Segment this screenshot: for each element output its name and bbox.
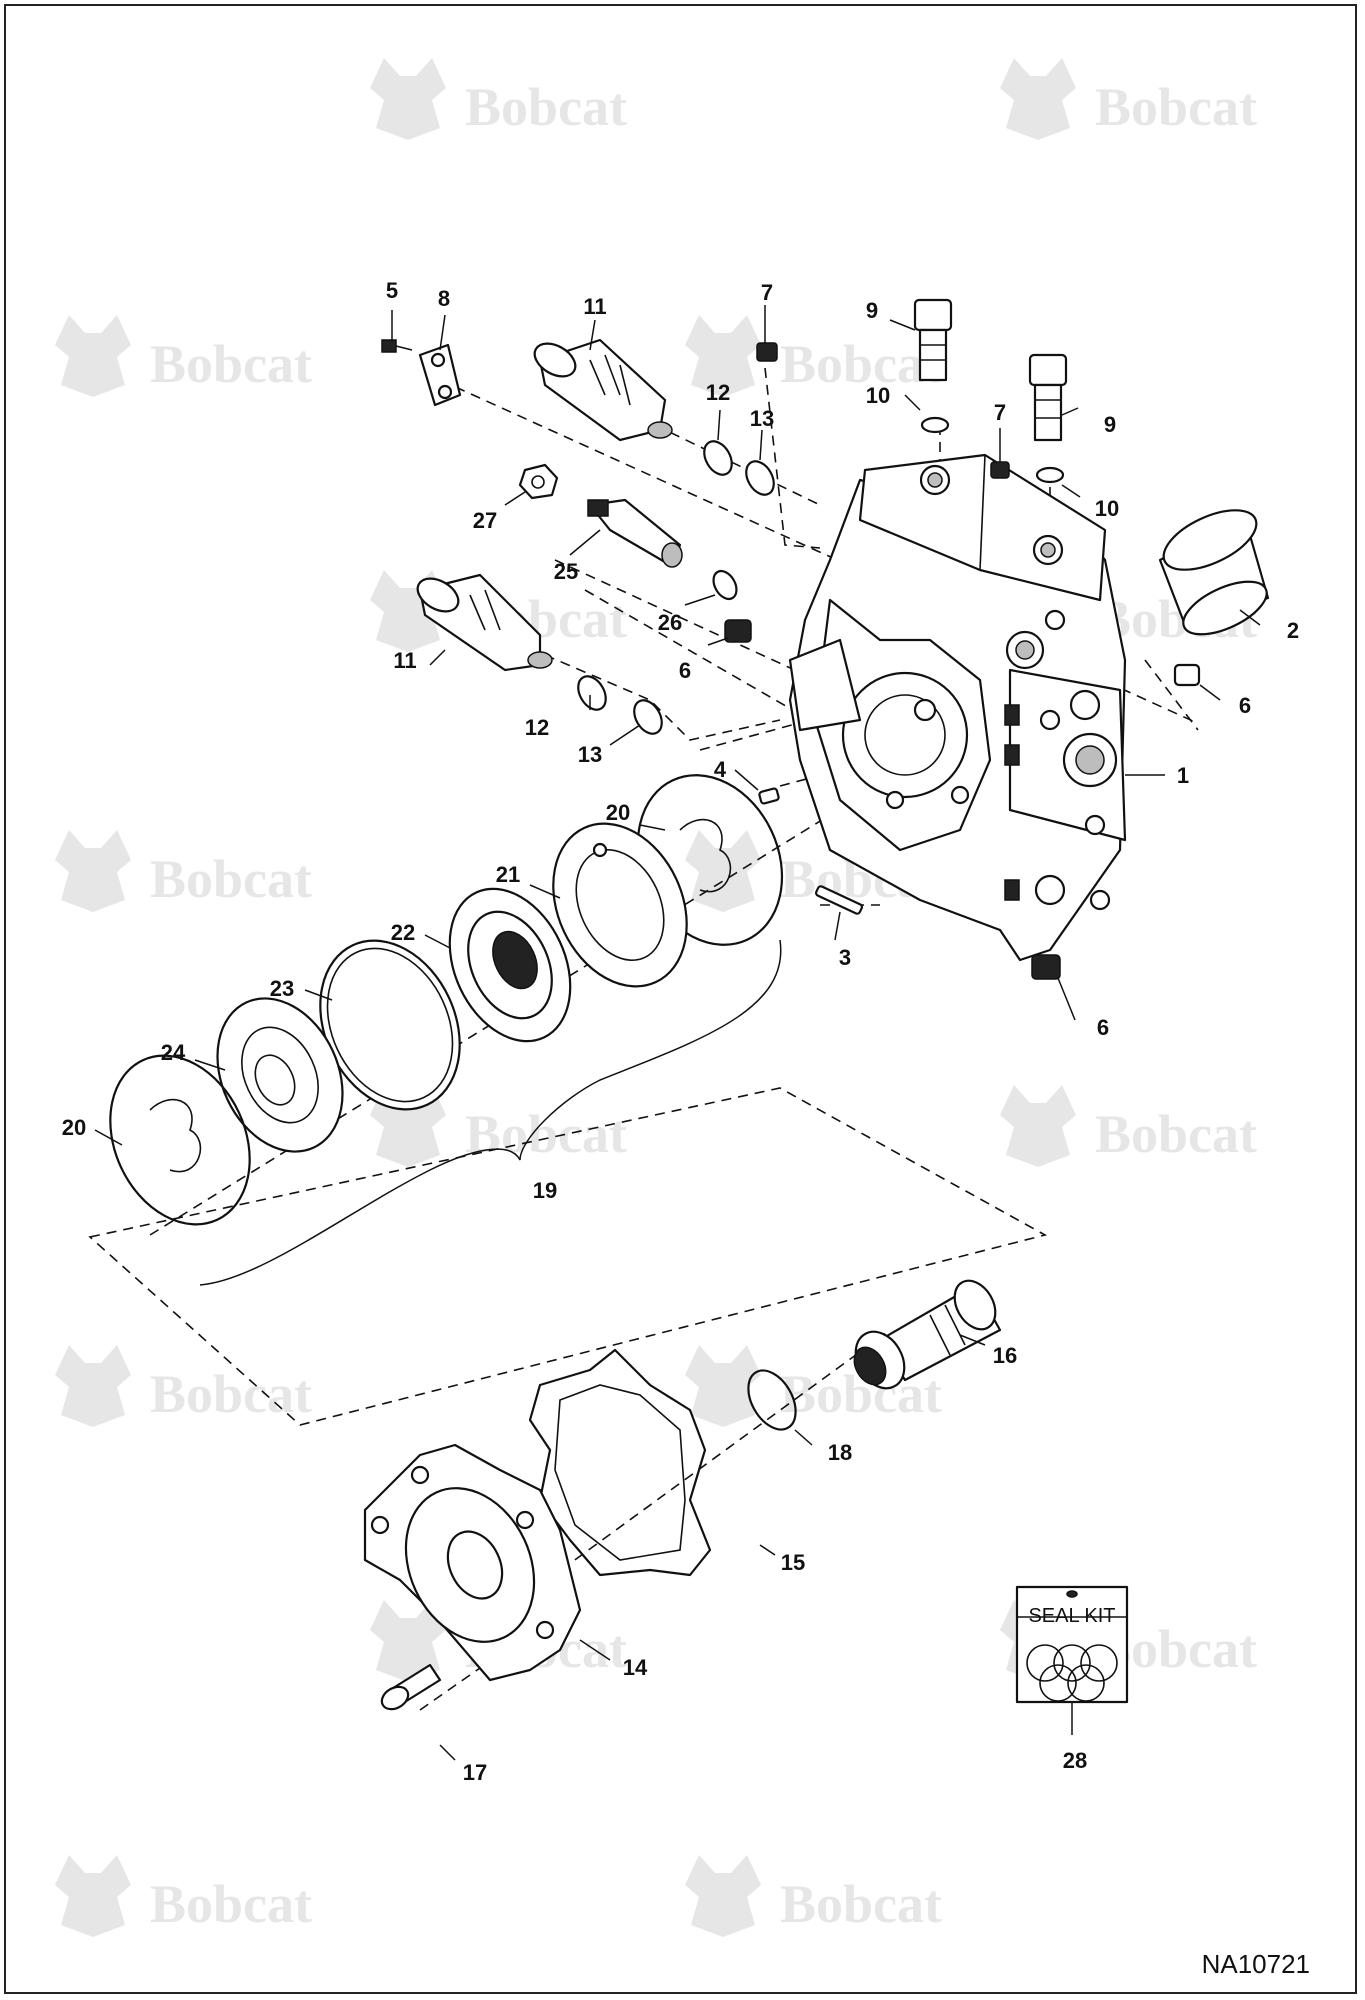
part-13-oring-upper <box>745 460 775 496</box>
callout-25: 25 <box>554 559 578 584</box>
callout-10-right: 10 <box>1095 496 1119 521</box>
part-13-oring-lower <box>633 699 663 735</box>
svg-text:Bobcat: Bobcat <box>150 1874 312 1934</box>
svg-text:Bobcat: Bobcat <box>780 1874 942 1934</box>
part-8-bracket <box>418 343 462 407</box>
svg-text:Bobcat: Bobcat <box>465 1104 627 1164</box>
callout-9-upper: 9 <box>866 298 878 323</box>
callout-16: 16 <box>993 1343 1017 1368</box>
callout-27: 27 <box>473 508 497 533</box>
watermark-15: Bobcat <box>55 1855 312 1937</box>
callout-15: 15 <box>781 1550 805 1575</box>
watermark-4: Bobcat <box>685 315 942 397</box>
callouts: 5 8 11 7 9 10 7 9 10 12 13 27 25 26 6 2 … <box>62 278 1299 1785</box>
callout-3: 3 <box>839 945 851 970</box>
watermark-9: Bobcat <box>370 1085 627 1167</box>
callout-5: 5 <box>386 278 398 303</box>
callout-12-lower: 12 <box>525 715 549 740</box>
svg-text:Bobcat: Bobcat <box>465 77 627 137</box>
part-16-shaft <box>853 1279 1002 1390</box>
group-19-bracket <box>199 939 782 1286</box>
motor-housing <box>788 453 1127 962</box>
part-22-gerotor <box>448 887 572 1043</box>
part-2-sleeve <box>1158 509 1270 636</box>
svg-text:Bobcat: Bobcat <box>150 334 312 394</box>
callout-11-lower: 11 <box>393 648 416 673</box>
part-7-plug-right <box>990 461 1010 479</box>
callout-9-right: 9 <box>1104 412 1116 437</box>
callout-6-right: 6 <box>1239 693 1251 718</box>
watermark-7: Bobcat <box>55 830 312 912</box>
callout-4: 4 <box>714 757 727 782</box>
part-11-cartridge-lower <box>416 573 553 672</box>
part-12-oring-upper <box>703 440 733 476</box>
callout-1: 1 <box>1177 763 1189 788</box>
part-3-pin <box>815 885 863 915</box>
part-6-plug-right <box>1173 663 1201 687</box>
part-6-plug-bottom <box>1031 954 1061 980</box>
part-25-sensor <box>587 498 683 568</box>
part-26-oring <box>712 569 738 601</box>
part-9-plug-upper <box>913 298 953 382</box>
callout-19: 19 <box>533 1178 557 1203</box>
svg-text:Bobcat: Bobcat <box>150 1364 312 1424</box>
callout-13-upper: 13 <box>750 406 774 431</box>
callout-11-upper: 11 <box>583 294 606 319</box>
part-21-plate <box>552 822 688 988</box>
watermark-3: Bobcat <box>55 315 312 397</box>
watermark-10: Bobcat <box>1000 1085 1257 1167</box>
svg-text:Bobcat: Bobcat <box>1095 77 1257 137</box>
callout-2: 2 <box>1287 618 1299 643</box>
callout-7-upper: 7 <box>761 280 773 305</box>
part-27-nut <box>518 463 559 500</box>
part-18-snap-ring <box>747 1369 797 1431</box>
part-14-end-housing <box>363 1443 582 1682</box>
svg-text:Bobcat: Bobcat <box>150 849 312 909</box>
part-7-plug-upper <box>756 342 778 362</box>
callout-18: 18 <box>828 1440 852 1465</box>
callout-24: 24 <box>161 1040 186 1065</box>
callout-17: 17 <box>463 1760 487 1785</box>
part-11-cartridge-upper <box>533 338 673 442</box>
diagram-frame <box>4 4 1357 1994</box>
callout-12-upper: 12 <box>706 380 730 405</box>
part-4-pin <box>758 787 780 805</box>
part-5-screw <box>381 339 413 353</box>
svg-text:Bobcat: Bobcat <box>780 334 942 394</box>
callout-13-lower: 13 <box>578 742 602 767</box>
assembly-lines <box>88 367 1199 1711</box>
callout-7-right: 7 <box>994 400 1006 425</box>
callout-21: 21 <box>496 862 520 887</box>
callout-26: 26 <box>658 610 682 635</box>
part-20-ring-left <box>109 1054 251 1226</box>
callout-20-left: 20 <box>62 1115 86 1140</box>
part-12-oring-lower <box>577 675 607 711</box>
svg-text:Bobcat: Bobcat <box>1095 1104 1257 1164</box>
watermark-16: Bobcat <box>685 1855 942 1937</box>
leader-lines <box>94 305 1261 1761</box>
callout-10-upper: 10 <box>866 383 890 408</box>
part-17-screw <box>380 1663 442 1711</box>
callout-23: 23 <box>270 976 294 1001</box>
part-10-oring-upper <box>920 416 950 434</box>
watermark-11: Bobcat <box>55 1345 312 1427</box>
callout-14: 14 <box>623 1655 648 1680</box>
callout-6-bottom: 6 <box>1097 1015 1109 1040</box>
callout-20-right: 20 <box>606 800 630 825</box>
diagram-code: NA10721 <box>1201 1949 1310 1979</box>
part-9-plug-right <box>1028 353 1068 442</box>
part-6-plug-left <box>724 619 752 643</box>
watermark-1: Bobcat <box>370 58 627 140</box>
part-15-gasket <box>528 1348 712 1577</box>
seal-kit-label: SEAL KIT <box>1028 1605 1115 1627</box>
seal-kit-box: SEAL KIT <box>1015 1585 1129 1735</box>
watermark-2: Bobcat <box>1000 58 1257 140</box>
callout-6-left: 6 <box>679 658 691 683</box>
part-10-oring-right <box>1035 466 1065 484</box>
callout-28: 28 <box>1063 1748 1087 1773</box>
callout-8: 8 <box>438 286 450 311</box>
part-24-plate <box>216 997 344 1153</box>
callout-22: 22 <box>391 920 415 945</box>
